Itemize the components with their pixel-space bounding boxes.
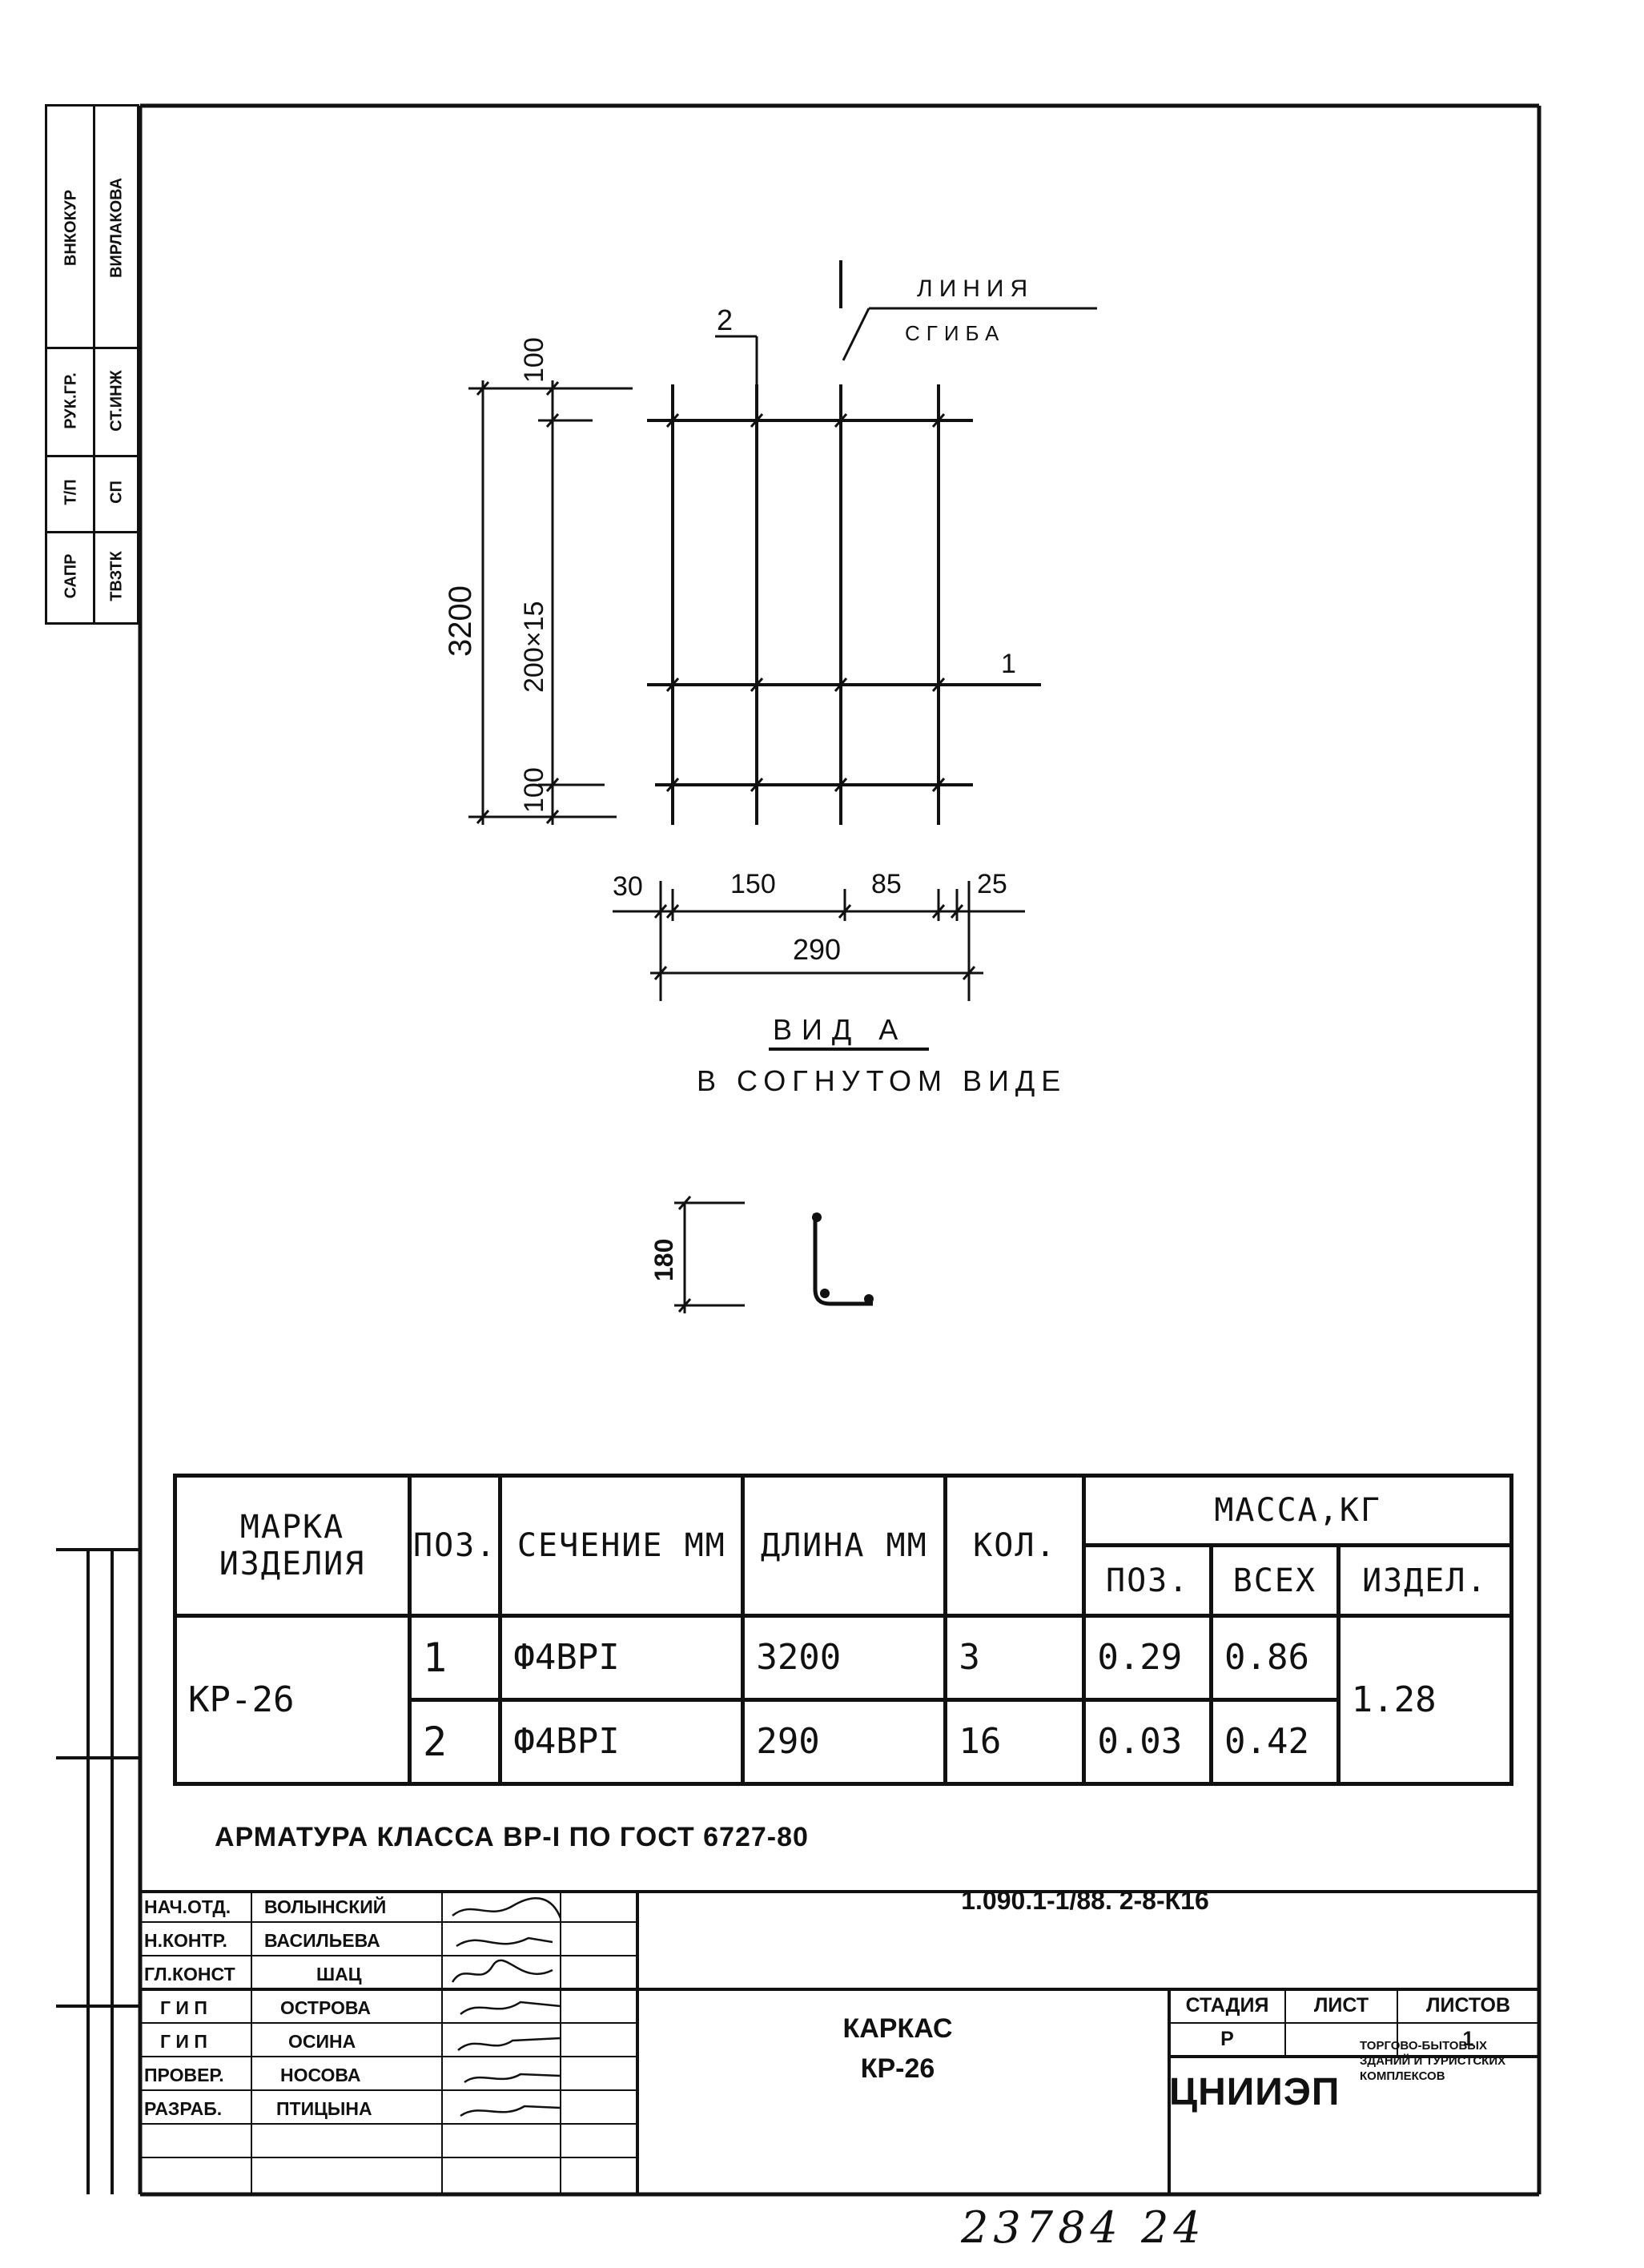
dim-180: 180: [649, 1239, 678, 1281]
stage-value: Р: [1220, 2028, 1234, 2050]
name-cell: ПТИЦЫНА: [276, 2098, 372, 2119]
header-section: СЕЧЕНИЕ ММ: [498, 1474, 746, 1618]
drawing-title: КАРКАС КР-26: [637, 2009, 1158, 2089]
dim-25: 25: [977, 869, 1007, 899]
role-cell: Г И П: [160, 1997, 207, 2018]
name-cell: ВАСИЛЬЕВА: [264, 1930, 380, 1951]
cell-length: 290: [741, 1697, 948, 1787]
header-qty: КОЛ.: [943, 1474, 1087, 1618]
name-cell: ОСТРОВА: [280, 1997, 371, 2018]
cell-pos: 1: [407, 1613, 503, 1702]
cell-mass-pos: 0.03: [1082, 1697, 1213, 1787]
stage-label: СТАДИЯ: [1185, 1994, 1269, 2017]
bend-line-label: ЛИНИЯ: [917, 275, 1034, 302]
dim-top: 100: [519, 337, 549, 383]
cell-section: Ф4ВРI: [498, 1697, 746, 1787]
role-cell: Г И П: [160, 2031, 207, 2052]
table-row: 2 Ф4ВРI 290 16 0.03 0.42: [175, 1697, 1512, 1787]
signatures: [451, 1897, 562, 2117]
cell-pos: 2: [407, 1697, 503, 1787]
name-cell: ВОЛЫНСКИЙ: [264, 1896, 387, 1917]
dim-30: 30: [613, 871, 643, 902]
specification-table: МАРКА ИЗДЕЛИЯ ПОЗ. СЕЧЕНИЕ ММ ДЛИНА ММ К…: [173, 1473, 1514, 1787]
handwritten-number: 23784 24: [961, 2202, 1206, 2253]
sheet-label: ЛИСТ: [1313, 1994, 1369, 2017]
dim-total-height: 3200: [443, 585, 478, 657]
cell-mass-pos: 0.29: [1082, 1613, 1213, 1702]
stamp-cell: ВНКОКУР: [62, 189, 80, 267]
document-code: 1.090.1-1/88. 2-8-К16: [961, 1886, 1209, 1915]
approval-stamp-strip: ВНКОКУР ВИРЛАКОВА РУК.ГР. СТ.ИНЖ Т/П СП …: [45, 104, 139, 625]
header-pos: ПОЗ.: [407, 1474, 503, 1618]
cell-section: Ф4ВРI: [498, 1613, 746, 1702]
drawing-title-line2: КР-26: [860, 2053, 935, 2084]
dim-150: 150: [730, 869, 776, 899]
role-cell: Н.КОНТР.: [144, 1930, 227, 1951]
stamp-cell: ТВЗТК: [107, 551, 126, 601]
dim-290: 290: [793, 933, 841, 966]
role-cell: ГЛ.КОНСТ: [144, 1964, 235, 1984]
role-cell: НАЧ.ОТД.: [144, 1896, 231, 1917]
table-row: КР-26 1 Ф4ВРI 3200 3 0.29 0.86 1.28: [173, 1613, 1514, 1787]
header-mass-item: ИЗДЕЛ.: [1336, 1543, 1514, 1618]
stamp-cell: ВИРЛАКОВА: [107, 177, 126, 279]
header-mass-all: ВСЕХ: [1208, 1543, 1341, 1618]
dim-bottom: 100: [519, 767, 549, 813]
sheets-value: 1: [1462, 2028, 1474, 2050]
view-subtitle: В СОГНУТОМ ВИДЕ: [697, 1064, 1067, 1097]
header-mark: МАРКА ИЗДЕЛИЯ: [173, 1474, 412, 1618]
role-cell: ПРОВЕР.: [144, 2065, 224, 2085]
organization-description: ТОРГОВО-БЫТОВЫХ ЗДАНИЙ И ТУРИСТСКИХ КОМП…: [1360, 2039, 1506, 2083]
cell-qty: 3: [943, 1613, 1087, 1702]
cell-mass-all: 0.42: [1208, 1697, 1341, 1787]
dim-85: 85: [871, 869, 902, 899]
drawing-title-line1: КАРКАС: [842, 2013, 953, 2044]
cell-mass-all: 0.86: [1208, 1613, 1341, 1702]
sheets-label: ЛИСТОВ: [1425, 1994, 1511, 2017]
cell-length: 3200: [741, 1613, 948, 1702]
stamp-cell: СТ.ИНЖ: [107, 370, 126, 432]
stamp-cell: СП: [107, 481, 126, 504]
organization-name: ЦНИИЭП: [1169, 2071, 1341, 2113]
role-cell: РАЗРАБ.: [144, 2098, 223, 2119]
name-cell: ОСИНА: [288, 2031, 356, 2052]
reinforcement-note: АРМАТУРА КЛАССА ВР-I ПО ГОСТ 6727-80: [215, 1822, 809, 1852]
name-cell: ШАЦ: [316, 1964, 362, 1984]
position-2-label: 2: [717, 304, 733, 336]
stamp-cell: РУК.ГР.: [62, 372, 80, 429]
header-length: ДЛИНА ММ: [741, 1474, 948, 1618]
stamp-cell: Т/П: [62, 479, 80, 505]
cell-mark: КР-26: [173, 1613, 412, 1787]
position-1-label: 1: [1001, 649, 1016, 679]
bend-line-label-2: СГИБА: [905, 321, 1005, 345]
header-mass-pos: ПОЗ.: [1082, 1543, 1213, 1618]
cell-item-mass: 1.28: [1336, 1613, 1514, 1787]
cell-qty: 16: [943, 1697, 1087, 1787]
stamp-cell: САПР: [62, 553, 80, 599]
dim-middle: 200×15: [519, 601, 549, 693]
view-title: ВИД А: [773, 1013, 907, 1046]
header-mass: МАССА,КГ: [1082, 1473, 1513, 1548]
name-cell: НОСОВА: [280, 2065, 361, 2085]
